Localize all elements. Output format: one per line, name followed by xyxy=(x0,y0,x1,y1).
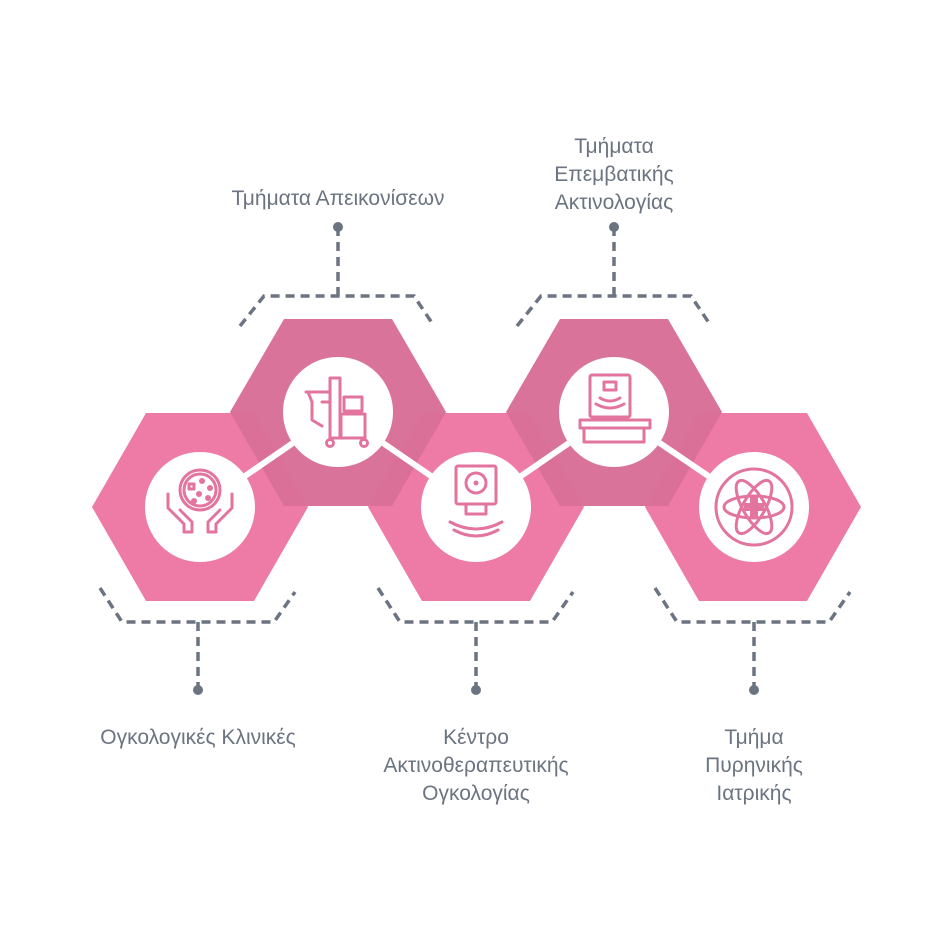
bracket-radiotherapy xyxy=(376,587,575,695)
label-interventional-2: Επεμβατικής xyxy=(554,163,673,186)
radiation-monitor-icon xyxy=(448,464,504,538)
label-oncology: Ογκολογικές Κλινικές xyxy=(100,726,296,749)
label-radiotherapy-3: Ογκολογίας xyxy=(422,782,530,805)
icon-circle-radiotherapy xyxy=(421,452,531,562)
bracket-imaging xyxy=(238,222,436,328)
bracket-nuclear xyxy=(653,587,852,695)
scanner-table-icon xyxy=(578,373,652,444)
label-nuclear-2: Πυρηνικής xyxy=(705,754,803,777)
atom-medical-cross-icon xyxy=(714,467,794,547)
bracket-interventional xyxy=(515,222,713,328)
label-nuclear-1: Τμήμα xyxy=(724,726,783,749)
imaging-machine-icon xyxy=(304,376,369,448)
icon-circle-imaging xyxy=(283,357,393,467)
label-imaging: Τμήματα Απεικονίσεων xyxy=(232,187,445,210)
label-interventional-3: Ακτινολογίας xyxy=(555,191,674,214)
icon-circle-interventional xyxy=(559,357,669,467)
label-radiotherapy-2: Ακτινοθεραπευτικής xyxy=(383,754,568,777)
label-nuclear-3: Ιατρικής xyxy=(716,782,791,805)
bracket-oncology xyxy=(98,587,297,695)
label-interventional-1: Τμήματα xyxy=(574,135,653,158)
label-radiotherapy-1: Κέντρο xyxy=(443,726,509,749)
hands-petri-dish-icon xyxy=(166,468,234,534)
